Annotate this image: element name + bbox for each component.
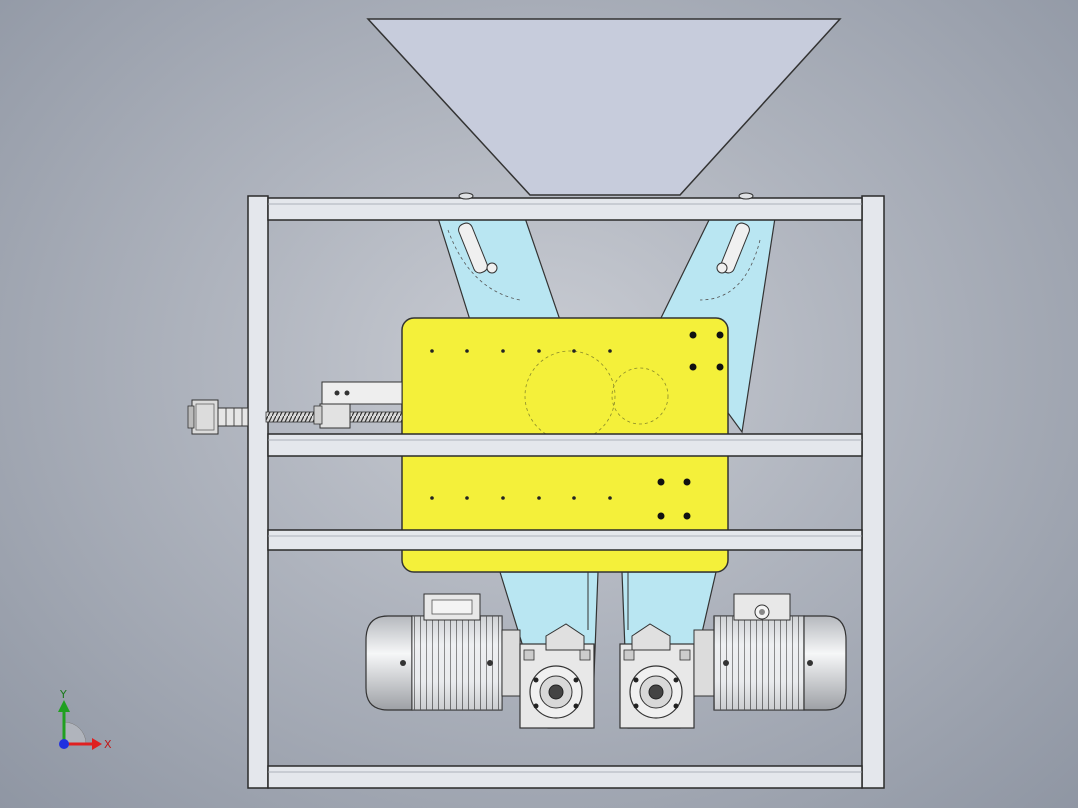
orientation-triad: Y X xyxy=(58,688,112,751)
arm-upper-left xyxy=(437,217,561,321)
motor-right-endcap xyxy=(803,615,847,711)
gearbox-left xyxy=(519,623,595,729)
plate-bolts-top xyxy=(689,331,724,371)
lead-screw[interactable] xyxy=(265,381,403,429)
stepper-coupler xyxy=(217,407,249,427)
frame[interactable] xyxy=(247,192,885,789)
hopper-funnel xyxy=(366,18,842,196)
frame-post-right xyxy=(861,195,885,789)
hopper[interactable] xyxy=(366,18,842,196)
arm-pin-upper-left xyxy=(458,222,498,274)
frame-rail-lower-mid xyxy=(267,529,863,551)
frame-rail-bottom xyxy=(267,765,863,789)
frame-rail-top xyxy=(267,197,863,221)
axis-x-label: X xyxy=(104,738,112,751)
arm-pin-upper-right xyxy=(716,222,750,274)
axis-y-label: Y xyxy=(59,688,67,701)
motor-left-endcap xyxy=(365,615,413,711)
frame-post-left xyxy=(247,195,269,789)
gearbox-right xyxy=(619,623,695,729)
gear-motor-right[interactable] xyxy=(619,593,847,729)
gear-motor-left[interactable] xyxy=(365,593,595,729)
frame-rail-upper-mid xyxy=(267,433,863,457)
screw-nut-block xyxy=(313,381,403,429)
plate-holes-top xyxy=(430,349,612,353)
plate-bolts-bottom xyxy=(657,478,691,520)
plate-holes-bottom xyxy=(430,496,612,500)
stepper-motor[interactable] xyxy=(187,399,249,435)
axis-z-icon xyxy=(59,739,69,749)
